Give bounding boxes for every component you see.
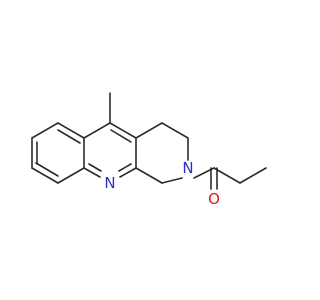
bond — [57, 122, 85, 139]
bond — [213, 167, 241, 184]
ring-nitrogen-label: N — [104, 174, 115, 192]
bond — [161, 122, 189, 139]
atom-labels: N N O — [104, 159, 220, 208]
bond — [57, 167, 85, 184]
bond — [35, 162, 59, 177]
molecule-structure: N N O — [31, 92, 267, 208]
bond — [135, 167, 163, 184]
bond — [31, 122, 59, 139]
bond — [110, 129, 132, 143]
bond — [118, 163, 132, 172]
amide-nitrogen-label: N — [182, 159, 193, 177]
bond — [161, 177, 183, 184]
bond — [119, 167, 137, 178]
bonds — [31, 92, 267, 190]
carbonyl-oxygen-label: O — [208, 190, 220, 208]
bond — [239, 167, 267, 184]
bond — [57, 129, 81, 144]
bond — [31, 167, 59, 184]
bond — [83, 122, 111, 139]
bond — [83, 167, 101, 178]
bond — [135, 122, 163, 139]
bond — [109, 122, 137, 139]
bond — [88, 163, 102, 172]
